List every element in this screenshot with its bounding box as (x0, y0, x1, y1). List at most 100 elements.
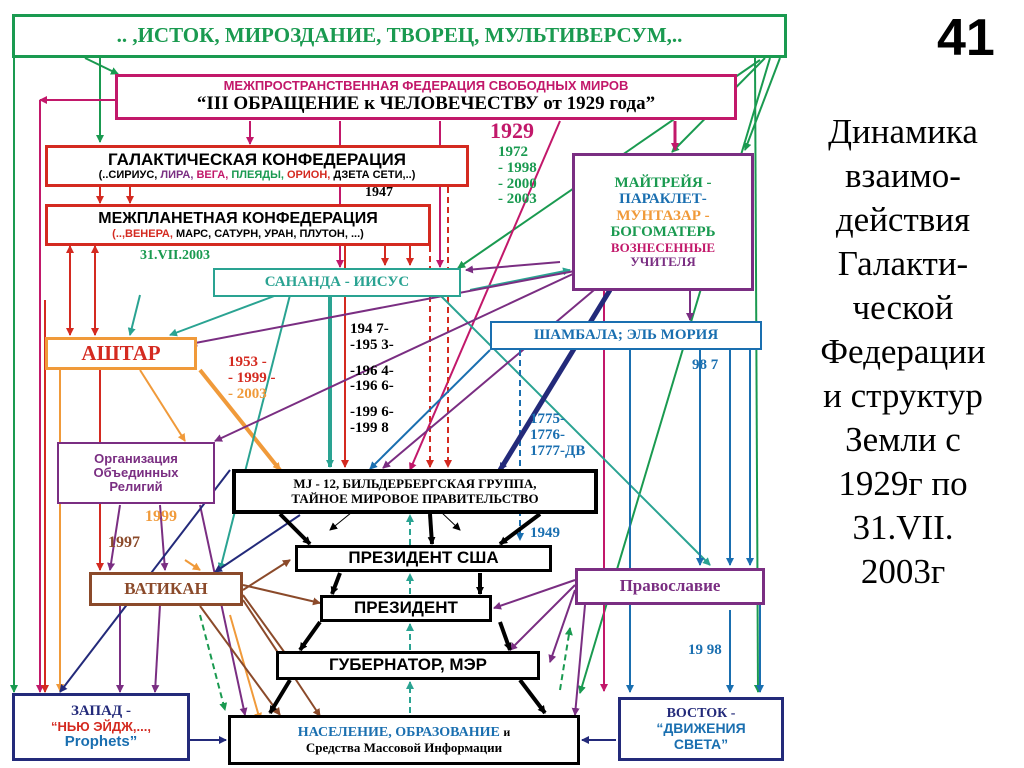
population-word: НАСЕЛЕНИЕ, (297, 725, 392, 741)
member-pleiades: ПЛЕЯДЫ, (231, 169, 284, 182)
arrow-purple (214, 272, 576, 442)
arrow-purple (159, 504, 169, 571)
united-religions-line: Организация (94, 450, 178, 466)
source-label: .. ,ИСТОК, МИРОЗДАНИЕ, ТВОРЕЦ, МУЛЬТИВЕР… (116, 23, 683, 48)
arrow-teal (439, 294, 711, 566)
label-years-black: 194 7- -195 3- -196 4- -196 6- -199 6- -… (350, 321, 394, 437)
maitreya-line: МАЙТРЕЙЯ - (614, 174, 712, 191)
interplanetary-title: МЕЖПЛАНЕТНАЯ КОНФЕДЕРАЦИЯ (98, 210, 378, 228)
ascended-line1: ВОЗНЕСЕННЫЕ (610, 239, 716, 255)
orthodoxy-label: Православие (619, 576, 721, 596)
member-zeta: ДЗЕТА СЕТИ,..) (333, 169, 416, 182)
shambala-label: ШАМБАЛА; ЭЛЬ МОРИЯ (533, 327, 719, 344)
vatican-label: ВАТИКАН (124, 578, 208, 598)
year-line: - 2003 (228, 385, 267, 402)
president-box: ПРЕЗИДЕНТ (320, 595, 492, 622)
year-line: 1775- (530, 411, 565, 427)
united-religions-box: Организация Объединных Религий (57, 442, 215, 504)
year-line: -199 6- (350, 404, 394, 420)
page-number: 41 (937, 9, 995, 67)
galactic-confederation-box: ГАЛАКТИЧЕСКАЯ КОНФЕДЕРАЦИЯ (..СИРИУС, ЛИ… (45, 145, 469, 187)
sananda-label: САНАНДА - ИИСУС (264, 274, 410, 291)
governor-box: ГУБЕРНАТОР, МЭР (276, 651, 540, 680)
label-1947: 1947 (365, 185, 393, 200)
member-sirius: (..СИРИУС, (98, 169, 158, 182)
label-date-2003: 31.VII.2003 (140, 248, 211, 263)
east-title: ВОСТОК - (666, 705, 736, 721)
population-box: НАСЕЛЕНИЕ, ОБРАЗОВАНИЕ и Средства Массов… (228, 715, 580, 765)
ascended-line2: УЧИТЕЛЯ (630, 254, 696, 269)
arrow-brown (199, 605, 281, 716)
year-line: - 1998 (498, 159, 537, 176)
arrow-teal (127, 294, 141, 336)
label-1998: 19 98 (688, 642, 722, 659)
population-line2: Средства Массовой Информации (305, 739, 503, 755)
arrow-teal (469, 267, 571, 291)
year-part: 7 (710, 357, 719, 373)
side-title-line: действия (835, 200, 971, 239)
arrow-purple (548, 589, 576, 663)
label-987: 98 7 (692, 357, 718, 374)
arrow-brown (242, 594, 291, 661)
side-title-line: ческой (852, 288, 954, 327)
arrow-orange (184, 559, 201, 571)
arrow-black (498, 621, 512, 651)
side-title-line: Динамика (828, 112, 978, 151)
arrow-black (298, 620, 322, 652)
arrow-black (518, 678, 547, 715)
year-line: 1777-ДВ (530, 442, 586, 459)
arrow-purple (151, 604, 161, 693)
year-line: 1776- (530, 426, 565, 443)
year-part: 98 (706, 642, 722, 658)
federation-box: МЕЖПРОСТРАНСТВЕННАЯ ФЕДЕРАЦИЯ СВОБОДНЫХ … (115, 74, 737, 120)
interplanetary-members: (..,ВЕНЕРА, МАРС, САТУРН, УРАН, ПЛУТОН, … (112, 228, 364, 240)
arrow-navy (497, 288, 613, 472)
arrow-orange (139, 369, 186, 442)
year-line: 194 7- (350, 321, 389, 337)
arrow-teal (217, 294, 291, 571)
ashtar-label: АШТАР (81, 340, 161, 365)
label-years-green: 1972 - 1998 - 2000 - 2003 (498, 144, 537, 208)
interplanetary-confederation-box: МЕЖПЛАНЕТНАЯ КОНФЕДЕРАЦИЯ (..,ВЕНЕРА, МА… (45, 204, 431, 246)
member-orion: ОРИОН, (286, 169, 331, 182)
west-box: ЗАПАД - “НЬЮ ЭЙДЖ,..., Prophets” (12, 693, 190, 761)
education-word: ОБРАЗОВАНИЕ (395, 725, 500, 741)
year-part: 98 (692, 357, 707, 373)
year-line: - 2003 (498, 191, 537, 208)
west-title: ЗАПАД - (71, 703, 131, 720)
label-1949: 1949 (530, 525, 560, 541)
galactic-title: ГАЛАКТИЧЕСКАЯ КОНФЕДЕРАЦИЯ (108, 149, 406, 169)
year-line: 1953 - (228, 354, 267, 370)
west-new-age: “НЬЮ ЭЙДЖ,..., (51, 718, 151, 734)
arrow-green (743, 57, 781, 151)
year-line: - 2000 (498, 175, 537, 192)
sananda-box: САНАНДА - ИИСУС (213, 268, 461, 297)
president-label: ПРЕЗИДЕНТ (354, 598, 458, 618)
arrow-orange (198, 368, 282, 472)
year-line: 1972 (498, 144, 528, 160)
mj12-line1: MJ - 12, БИЛЬДЕРБЕРГСКАЯ ГРУППА, (293, 476, 537, 492)
and-word: и (503, 725, 511, 740)
population-line1: НАСЕЛЕНИЕ, ОБРАЗОВАНИЕ и (298, 725, 511, 740)
galactic-members: (..СИРИУС, ЛИРА, ВЕГА, ПЛЕЯДЫ, ОРИОН, ДЗ… (99, 169, 416, 181)
arrow-black (268, 678, 292, 715)
arrow-purple (465, 261, 561, 274)
arrow-green (84, 57, 119, 75)
west-prophets: Prophets” (64, 733, 138, 751)
us-president-label: ПРЕЗИДЕНТ США (348, 548, 499, 568)
year-line: -195 3- (350, 336, 394, 353)
east-light: СВЕТА” (673, 735, 729, 752)
arrow-purple (189, 269, 581, 347)
muntazar-line: МУНТАЗАР - (616, 207, 710, 224)
shambala-box: ШАМБАЛА; ЭЛЬ МОРИЯ (490, 321, 762, 350)
east-box: ВОСТОК - “ДВИЖЕНИЯ СВЕТА” (618, 697, 784, 761)
arrow-teal (169, 294, 278, 337)
source-box: .. ,ИСТОК, МИРОЗДАНИЕ, ТВОРЕЦ, МУЛЬТИВЕР… (12, 14, 787, 58)
united-religions-line: Религий (109, 479, 163, 495)
arrow-blue (369, 349, 491, 470)
arrow-black (427, 513, 436, 545)
member-planets: МАРС, САТУРН, УРАН, ПЛУТОН, ...) (176, 227, 364, 240)
paraclete-line: ПАРАКЛЕТ- (619, 191, 707, 208)
label-1999: 1999 (145, 508, 177, 525)
side-title: Динамика взаимо- действия Галакти- ческо… (788, 110, 1018, 594)
